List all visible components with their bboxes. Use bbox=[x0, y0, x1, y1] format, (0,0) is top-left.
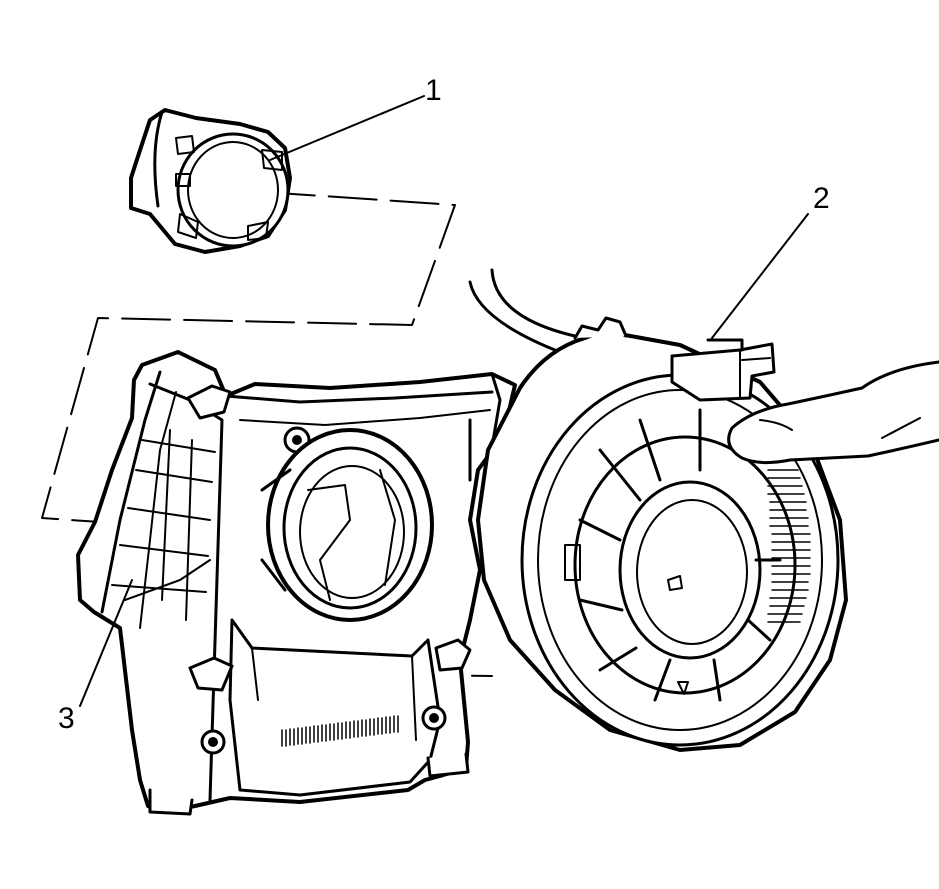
callout-label-1: 1 bbox=[425, 74, 442, 107]
box-hatch bbox=[281, 715, 399, 747]
hand-thumb bbox=[727, 360, 939, 465]
callout-label-2: 2 bbox=[813, 182, 830, 215]
leader-line-1 bbox=[269, 95, 425, 161]
rotor-hatch bbox=[767, 469, 811, 623]
cable-line-inner bbox=[490, 268, 586, 340]
part-1-retainer-ring bbox=[129, 108, 292, 254]
part-2-clock-spring bbox=[468, 268, 848, 752]
cable-line-outer bbox=[468, 280, 562, 354]
part-3-housing bbox=[76, 350, 517, 816]
housing-center-bore bbox=[266, 428, 434, 622]
callout-label-3: 3 bbox=[58, 702, 75, 735]
assembly-path-part-1 bbox=[41, 187, 456, 523]
leader-line-3 bbox=[79, 579, 133, 707]
leader-lines bbox=[79, 95, 809, 707]
leader-line-2 bbox=[711, 213, 809, 339]
clock-spring-center-bore bbox=[618, 480, 762, 660]
